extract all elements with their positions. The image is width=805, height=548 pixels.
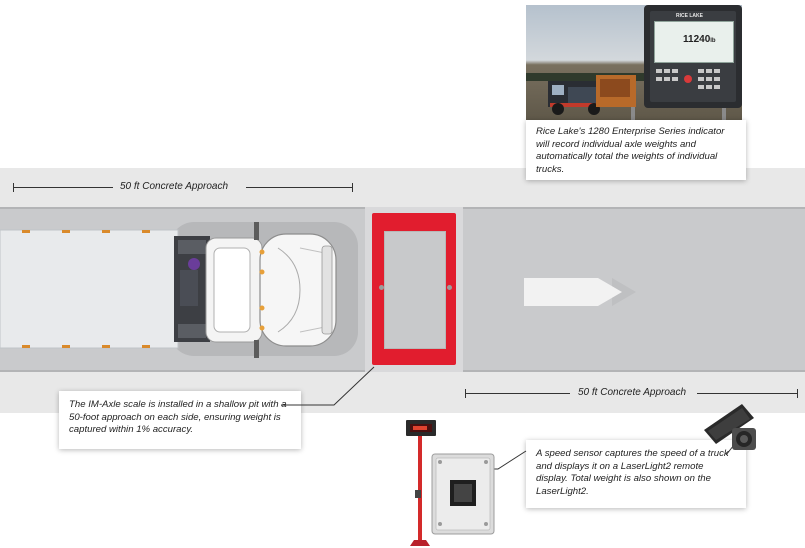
indicator-photo: RICE LAKE 11240lb <box>526 5 742 120</box>
indicator-weight-unit: lb <box>710 38 716 44</box>
approach-right-tick-end <box>797 389 798 398</box>
indicator-screen: 11240lb <box>654 21 734 63</box>
laserlight-display-icon <box>406 420 436 546</box>
scale-bolt-right <box>447 285 452 290</box>
indicator-brand-badge: RICE LAKE <box>676 13 703 19</box>
approach-right-dimension-line-2 <box>697 393 798 394</box>
approach-left-dimension-line-2 <box>246 187 353 188</box>
scale-bolt-left <box>379 285 384 290</box>
direction-arrow-icon <box>524 278 636 306</box>
indicator-callout-text: Rice Lake's 1280 Enterprise Series indic… <box>536 126 725 175</box>
scale-callout: The IM-Axle scale is installed in a shal… <box>59 391 301 449</box>
approach-left-label: 50 ft Concrete Approach <box>120 181 229 192</box>
sensor-callout: A speed sensor captures the speed of a t… <box>526 440 746 508</box>
semi-truck-icon <box>0 222 358 358</box>
indicator-callout: Rice Lake's 1280 Enterprise Series indic… <box>526 120 746 180</box>
approach-right-dimension-line <box>465 393 570 394</box>
indicator-enclosure-icon <box>431 453 495 535</box>
indicator-keypad-icon <box>656 69 720 89</box>
indicator-weight-value: 11240 <box>683 34 711 45</box>
scale-callout-text: The IM-Axle scale is installed in a shal… <box>69 399 287 436</box>
indicator-weight-readout: 11240lb <box>683 34 716 45</box>
scale-weighbridge <box>384 231 446 349</box>
approach-right-label: 50 ft Concrete Approach <box>578 387 687 398</box>
sensor-callout-text: A speed sensor captures the speed of a t… <box>536 448 729 497</box>
approach-left-tick-end <box>352 183 353 192</box>
approach-left-tick-start <box>13 183 14 192</box>
approach-left-dimension-line <box>13 187 113 188</box>
approach-right-tick-start <box>465 389 466 398</box>
speed-sensor-icon <box>704 404 756 450</box>
